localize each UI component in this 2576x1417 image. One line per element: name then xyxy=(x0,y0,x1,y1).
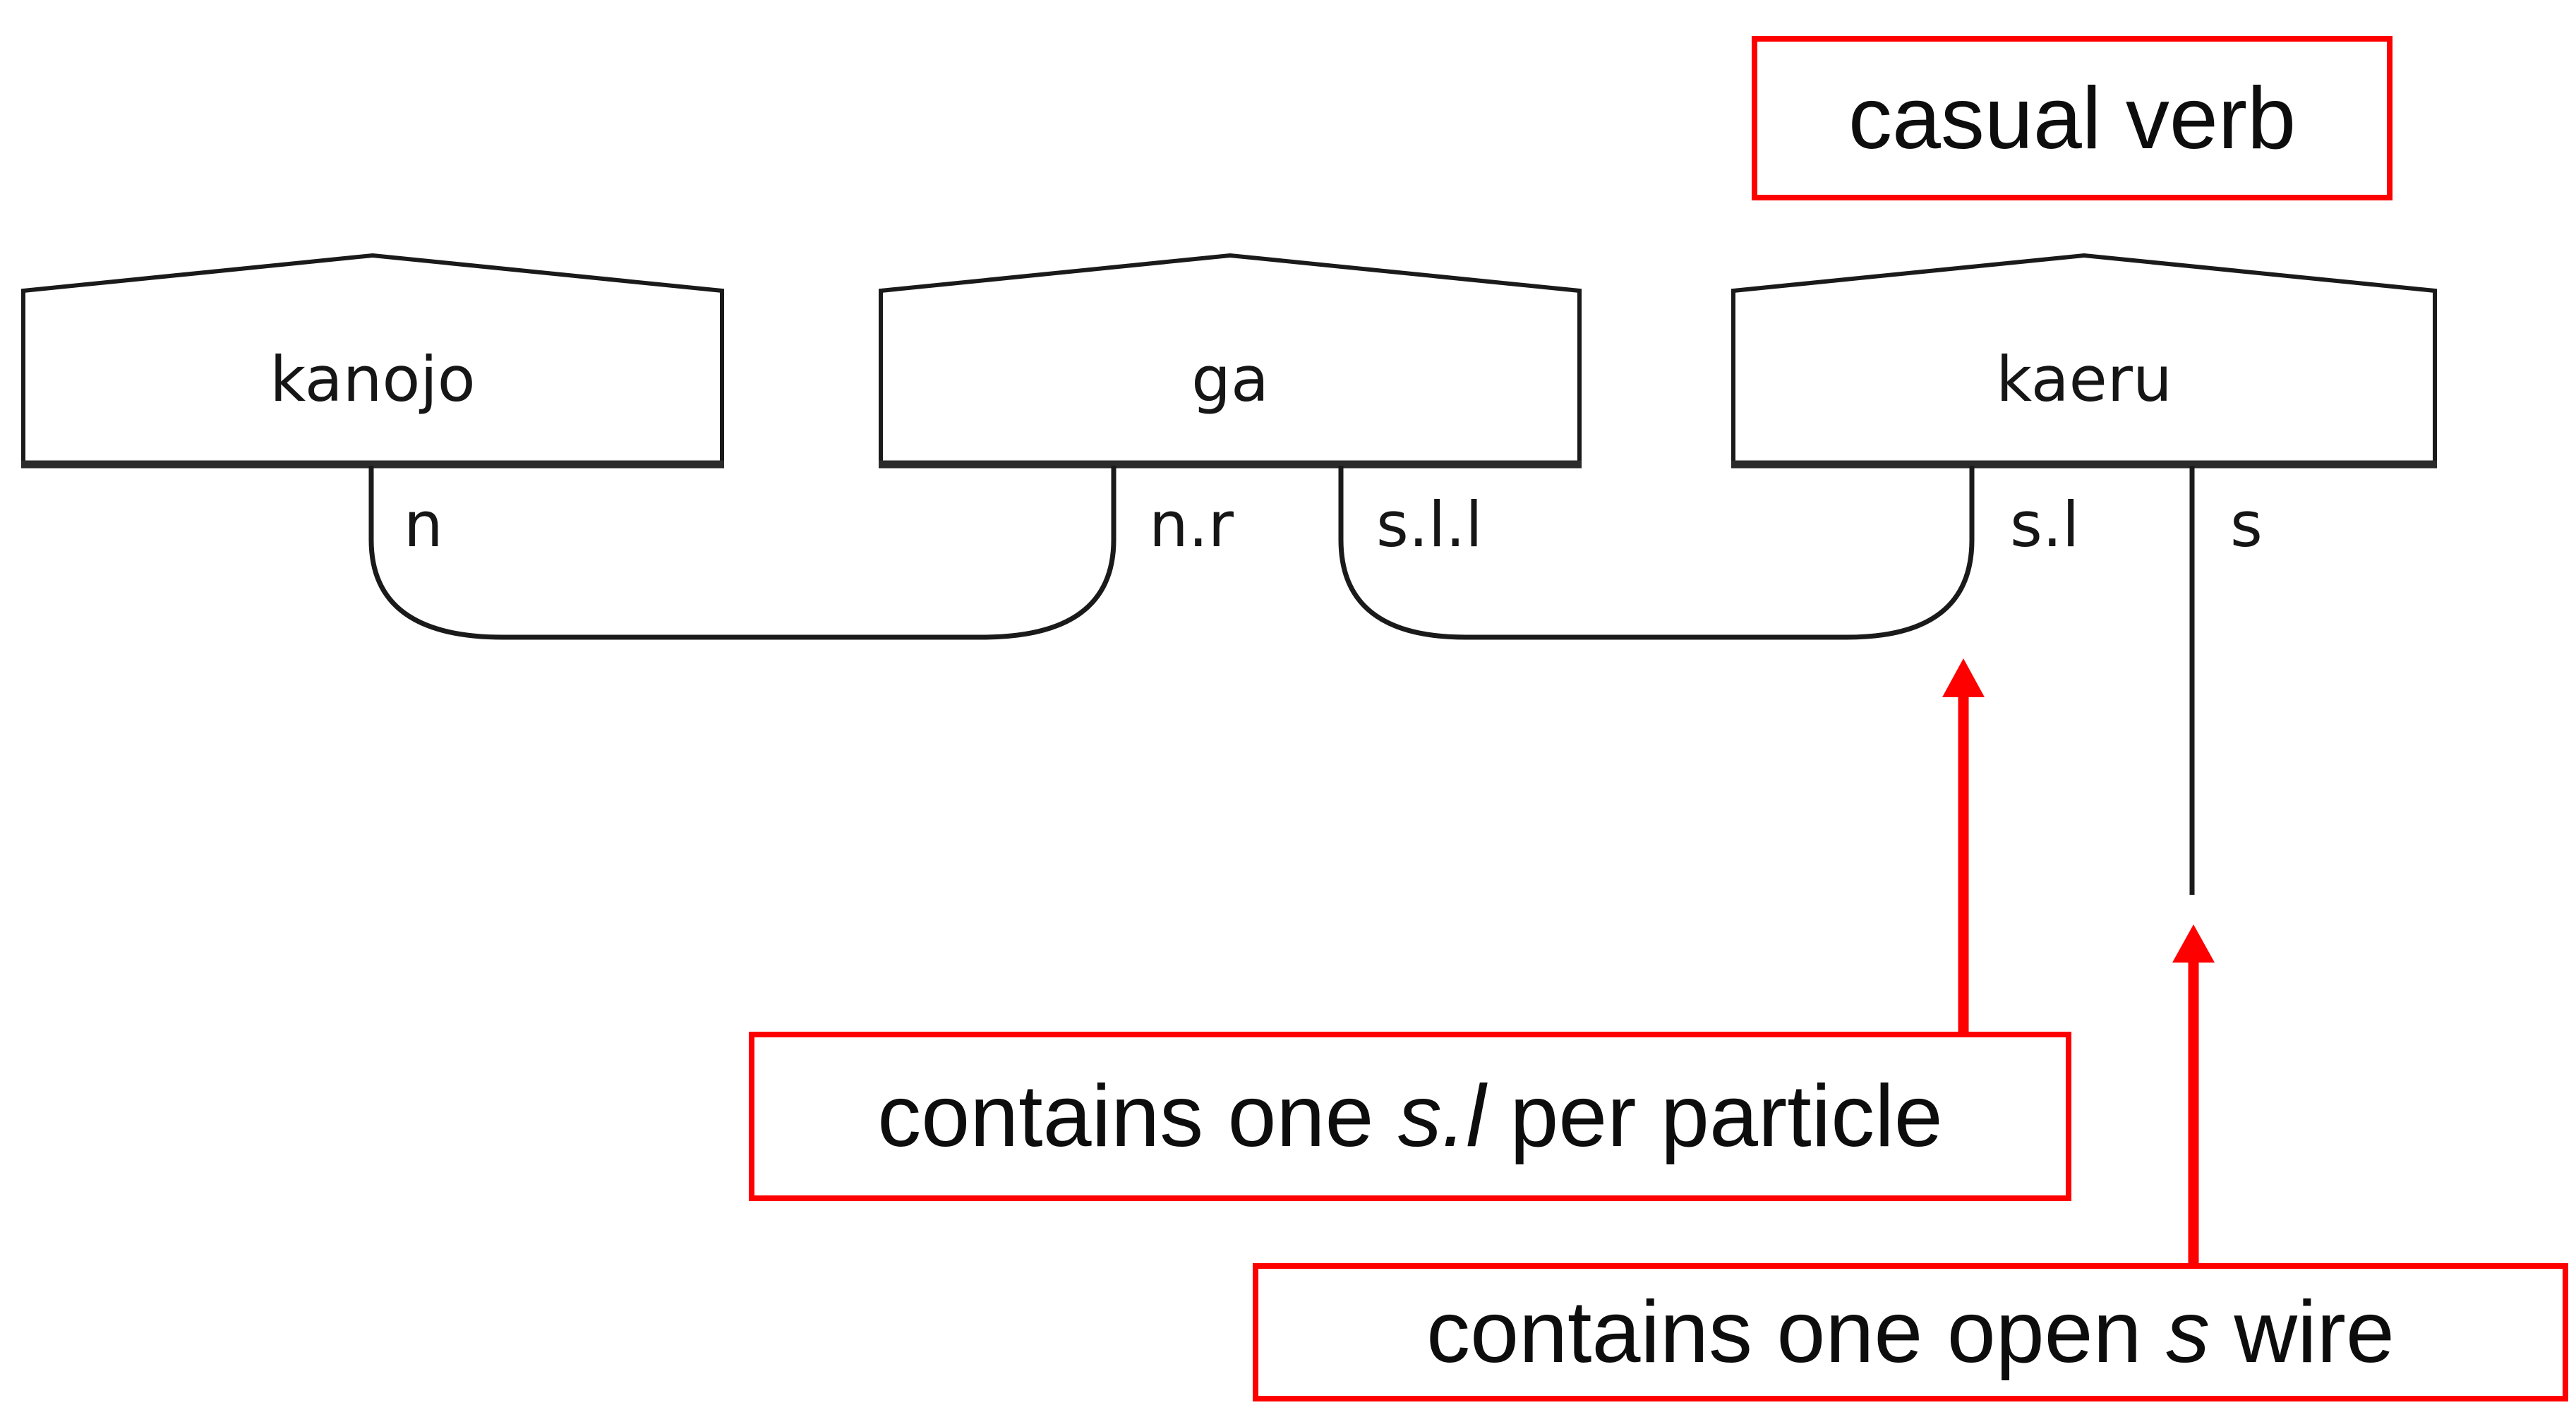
annotation-text-per-particle: contains one s.l per particle xyxy=(877,1066,1943,1166)
annotation-text-per-particle-prefix: contains one xyxy=(877,1068,1398,1165)
word-label-ga: ga xyxy=(1191,343,1269,416)
arrow-up-icon-open-wire xyxy=(2172,924,2215,1265)
word-label-kanojo: kanojo xyxy=(270,343,476,416)
annotation-box-per-particle: contains one s.l per particle xyxy=(749,1032,2071,1201)
word-box-kaeru xyxy=(1731,253,2437,466)
wire-label-s-l-l: s.l.l xyxy=(1376,488,1483,561)
cup-wire-n-nr xyxy=(368,466,1117,640)
wire-label-s-l: s.l xyxy=(2010,488,2080,561)
wire-label-n: n xyxy=(404,488,443,561)
arrow-up-icon-per-particle xyxy=(1942,658,1985,1033)
cup-wire-sll-sl xyxy=(1338,466,1975,640)
annotation-text-per-particle-type: s.l xyxy=(1397,1068,1486,1165)
annotation-text-casual-verb: casual verb xyxy=(1848,69,2297,167)
wire-label-s: s xyxy=(2230,488,2263,561)
wire-label-n-r: n.r xyxy=(1149,488,1234,561)
annotation-box-casual-verb: casual verb xyxy=(1752,36,2393,200)
annotation-text-per-particle-suffix: per particle xyxy=(1485,1068,1943,1165)
annotation-text-open-wire: contains one open s wire xyxy=(1426,1282,2395,1382)
annotation-text-open-wire-type: s xyxy=(2166,1284,2210,1381)
word-label-kaeru: kaeru xyxy=(1996,343,2172,416)
annotation-box-open-wire: contains one open s wire xyxy=(1253,1263,2568,1401)
word-box-kanojo xyxy=(21,253,724,466)
annotation-text-open-wire-suffix: wire xyxy=(2210,1284,2395,1381)
annotation-text-open-wire-prefix: contains one open xyxy=(1426,1284,2167,1381)
word-box-ga xyxy=(879,253,1582,466)
